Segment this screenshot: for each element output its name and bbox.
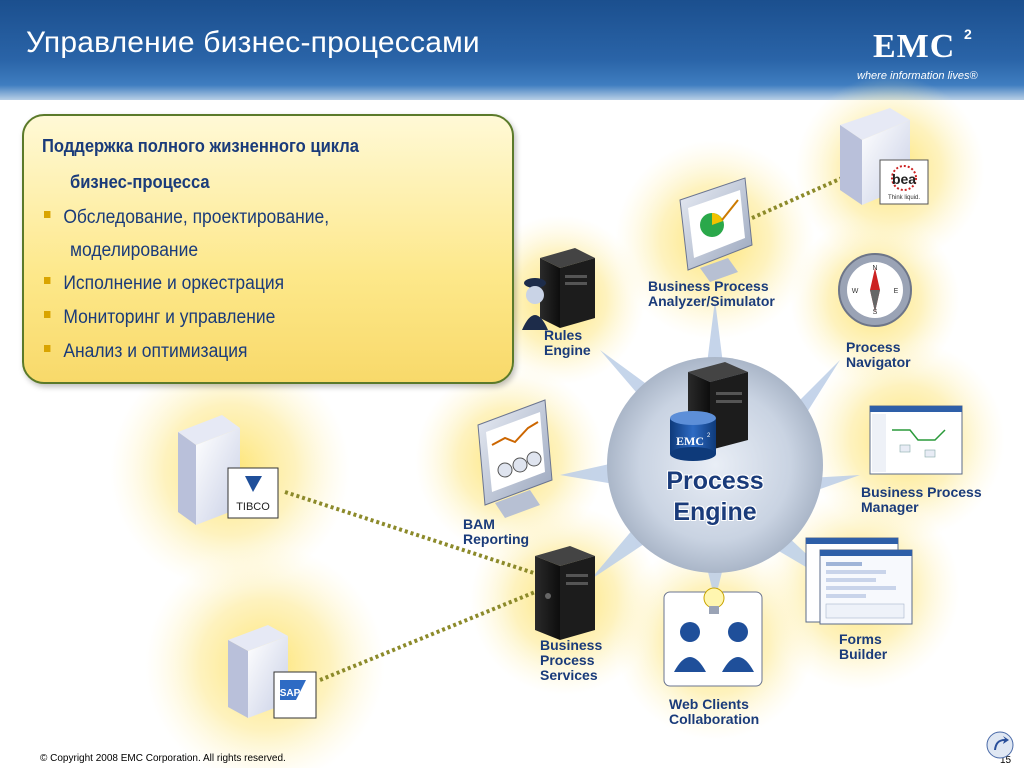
label-line: Collaboration bbox=[669, 711, 760, 727]
label-line: Process bbox=[846, 339, 901, 355]
svg-text:S: S bbox=[873, 309, 878, 316]
label-line: Process bbox=[540, 652, 595, 668]
engine-emc-logo: EMC bbox=[676, 434, 704, 448]
bullet-continuation: моделирование bbox=[70, 240, 199, 261]
bullet-mark-icon bbox=[44, 277, 51, 285]
label-line: Business Process bbox=[861, 484, 982, 500]
bullet-mark-icon bbox=[44, 345, 51, 353]
process-engine-label: Process Engine bbox=[642, 466, 788, 528]
bullet-text: Исполнение и оркестрация bbox=[63, 273, 285, 294]
svg-text:W: W bbox=[852, 288, 859, 295]
bam-label: BAM Reporting bbox=[463, 517, 529, 547]
process-engine-server-icon bbox=[688, 362, 748, 450]
copyright-footer: © Copyright 2008 EMC Corporation. All ri… bbox=[40, 753, 286, 764]
label-line: BAM bbox=[463, 516, 495, 532]
lifecycle-panel: Поддержка полного жизненного цикла бизне… bbox=[22, 114, 514, 384]
label-line: Business Process bbox=[648, 278, 769, 294]
label-line: Business bbox=[540, 637, 603, 653]
analyzer-label: Business Process Analyzer/Simulator bbox=[648, 279, 775, 309]
bullet-item: Исполнение и оркестрация bbox=[44, 273, 284, 295]
bullet-text: Мониторинг и управление bbox=[63, 307, 276, 328]
sap-server-icon: SAP bbox=[228, 625, 317, 719]
manager-label: Business Process Manager bbox=[861, 485, 982, 515]
sap-logo: SAP bbox=[280, 688, 301, 699]
navigator-label: Process Navigator bbox=[846, 340, 911, 370]
emc-logo: EMC 2 where information lives® bbox=[855, 26, 995, 88]
rules-engine-server-icon bbox=[540, 248, 595, 328]
bullet-text: Анализ и оптимизация bbox=[63, 341, 248, 362]
label-line: Engine bbox=[544, 342, 591, 358]
engine-hub bbox=[607, 357, 823, 573]
forms-builder-label: Forms Builder bbox=[839, 632, 887, 662]
bea-logo: bea bbox=[892, 171, 916, 187]
tibco-logo: TIBCO bbox=[236, 501, 270, 513]
engine-label-line: Engine bbox=[673, 498, 757, 526]
bullet-mark-icon bbox=[44, 311, 51, 319]
label-line: Analyzer/Simulator bbox=[648, 293, 775, 309]
label-line: Builder bbox=[839, 646, 888, 662]
panel-heading-line1: Поддержка полного жизненного цикла bbox=[42, 136, 359, 156]
label-line: Manager bbox=[861, 499, 919, 515]
engine-label-line: Process bbox=[666, 467, 764, 495]
label-line: Forms bbox=[839, 631, 882, 647]
label-line: Navigator bbox=[846, 354, 911, 370]
bam-gauge-monitor-icon bbox=[477, 399, 553, 518]
analyzer-monitor-icon bbox=[679, 177, 753, 282]
label-line: Reporting bbox=[463, 531, 530, 547]
bullet-item: Анализ и оптимизация bbox=[44, 341, 248, 363]
label-line: Rules bbox=[544, 327, 583, 343]
label-line: Services bbox=[540, 667, 598, 683]
page-number: 15 bbox=[1000, 755, 1012, 766]
manager-window-icon bbox=[869, 405, 963, 475]
emc-logo-text: EMC bbox=[873, 28, 956, 65]
users-bulb-icon bbox=[663, 587, 763, 687]
tibco-server-icon: TIBCO bbox=[178, 415, 279, 525]
label-line: Web Clients bbox=[669, 696, 749, 712]
services-server-icon bbox=[535, 546, 595, 640]
bea-server-icon: bea Think liquid. bbox=[840, 108, 929, 205]
panel-heading-line2: бизнес-процесса bbox=[70, 172, 210, 192]
svg-text:E: E bbox=[894, 288, 899, 295]
security-guard-icon bbox=[522, 278, 548, 330]
web-clients-label: Web Clients Collaboration bbox=[669, 697, 759, 727]
rules-engine-label: Rules Engine bbox=[544, 328, 591, 358]
services-label: Business Process Services bbox=[540, 638, 602, 683]
bullet-text: Обследование, проектирование, bbox=[63, 207, 330, 228]
emc-database-icon: EMC 2 bbox=[670, 411, 716, 461]
bullet-item: Обследование, проектирование, bbox=[44, 207, 329, 229]
forms-builder-window-icon bbox=[805, 537, 913, 625]
slide-title: Управление бизнес-процессами bbox=[26, 26, 480, 59]
emc-logo-sup: 2 bbox=[964, 26, 972, 42]
bullet-mark-icon bbox=[44, 211, 51, 219]
engine-emc-sup: 2 bbox=[707, 433, 711, 439]
nav-arrow-icon[interactable] bbox=[985, 730, 1015, 760]
bullet-item: Мониторинг и управление bbox=[44, 307, 275, 329]
compass-icon: N E W S bbox=[838, 253, 912, 327]
bea-tagline: Think liquid. bbox=[888, 195, 920, 201]
header-band: Управление бизнес-процессами EMC 2 where… bbox=[0, 0, 1024, 100]
